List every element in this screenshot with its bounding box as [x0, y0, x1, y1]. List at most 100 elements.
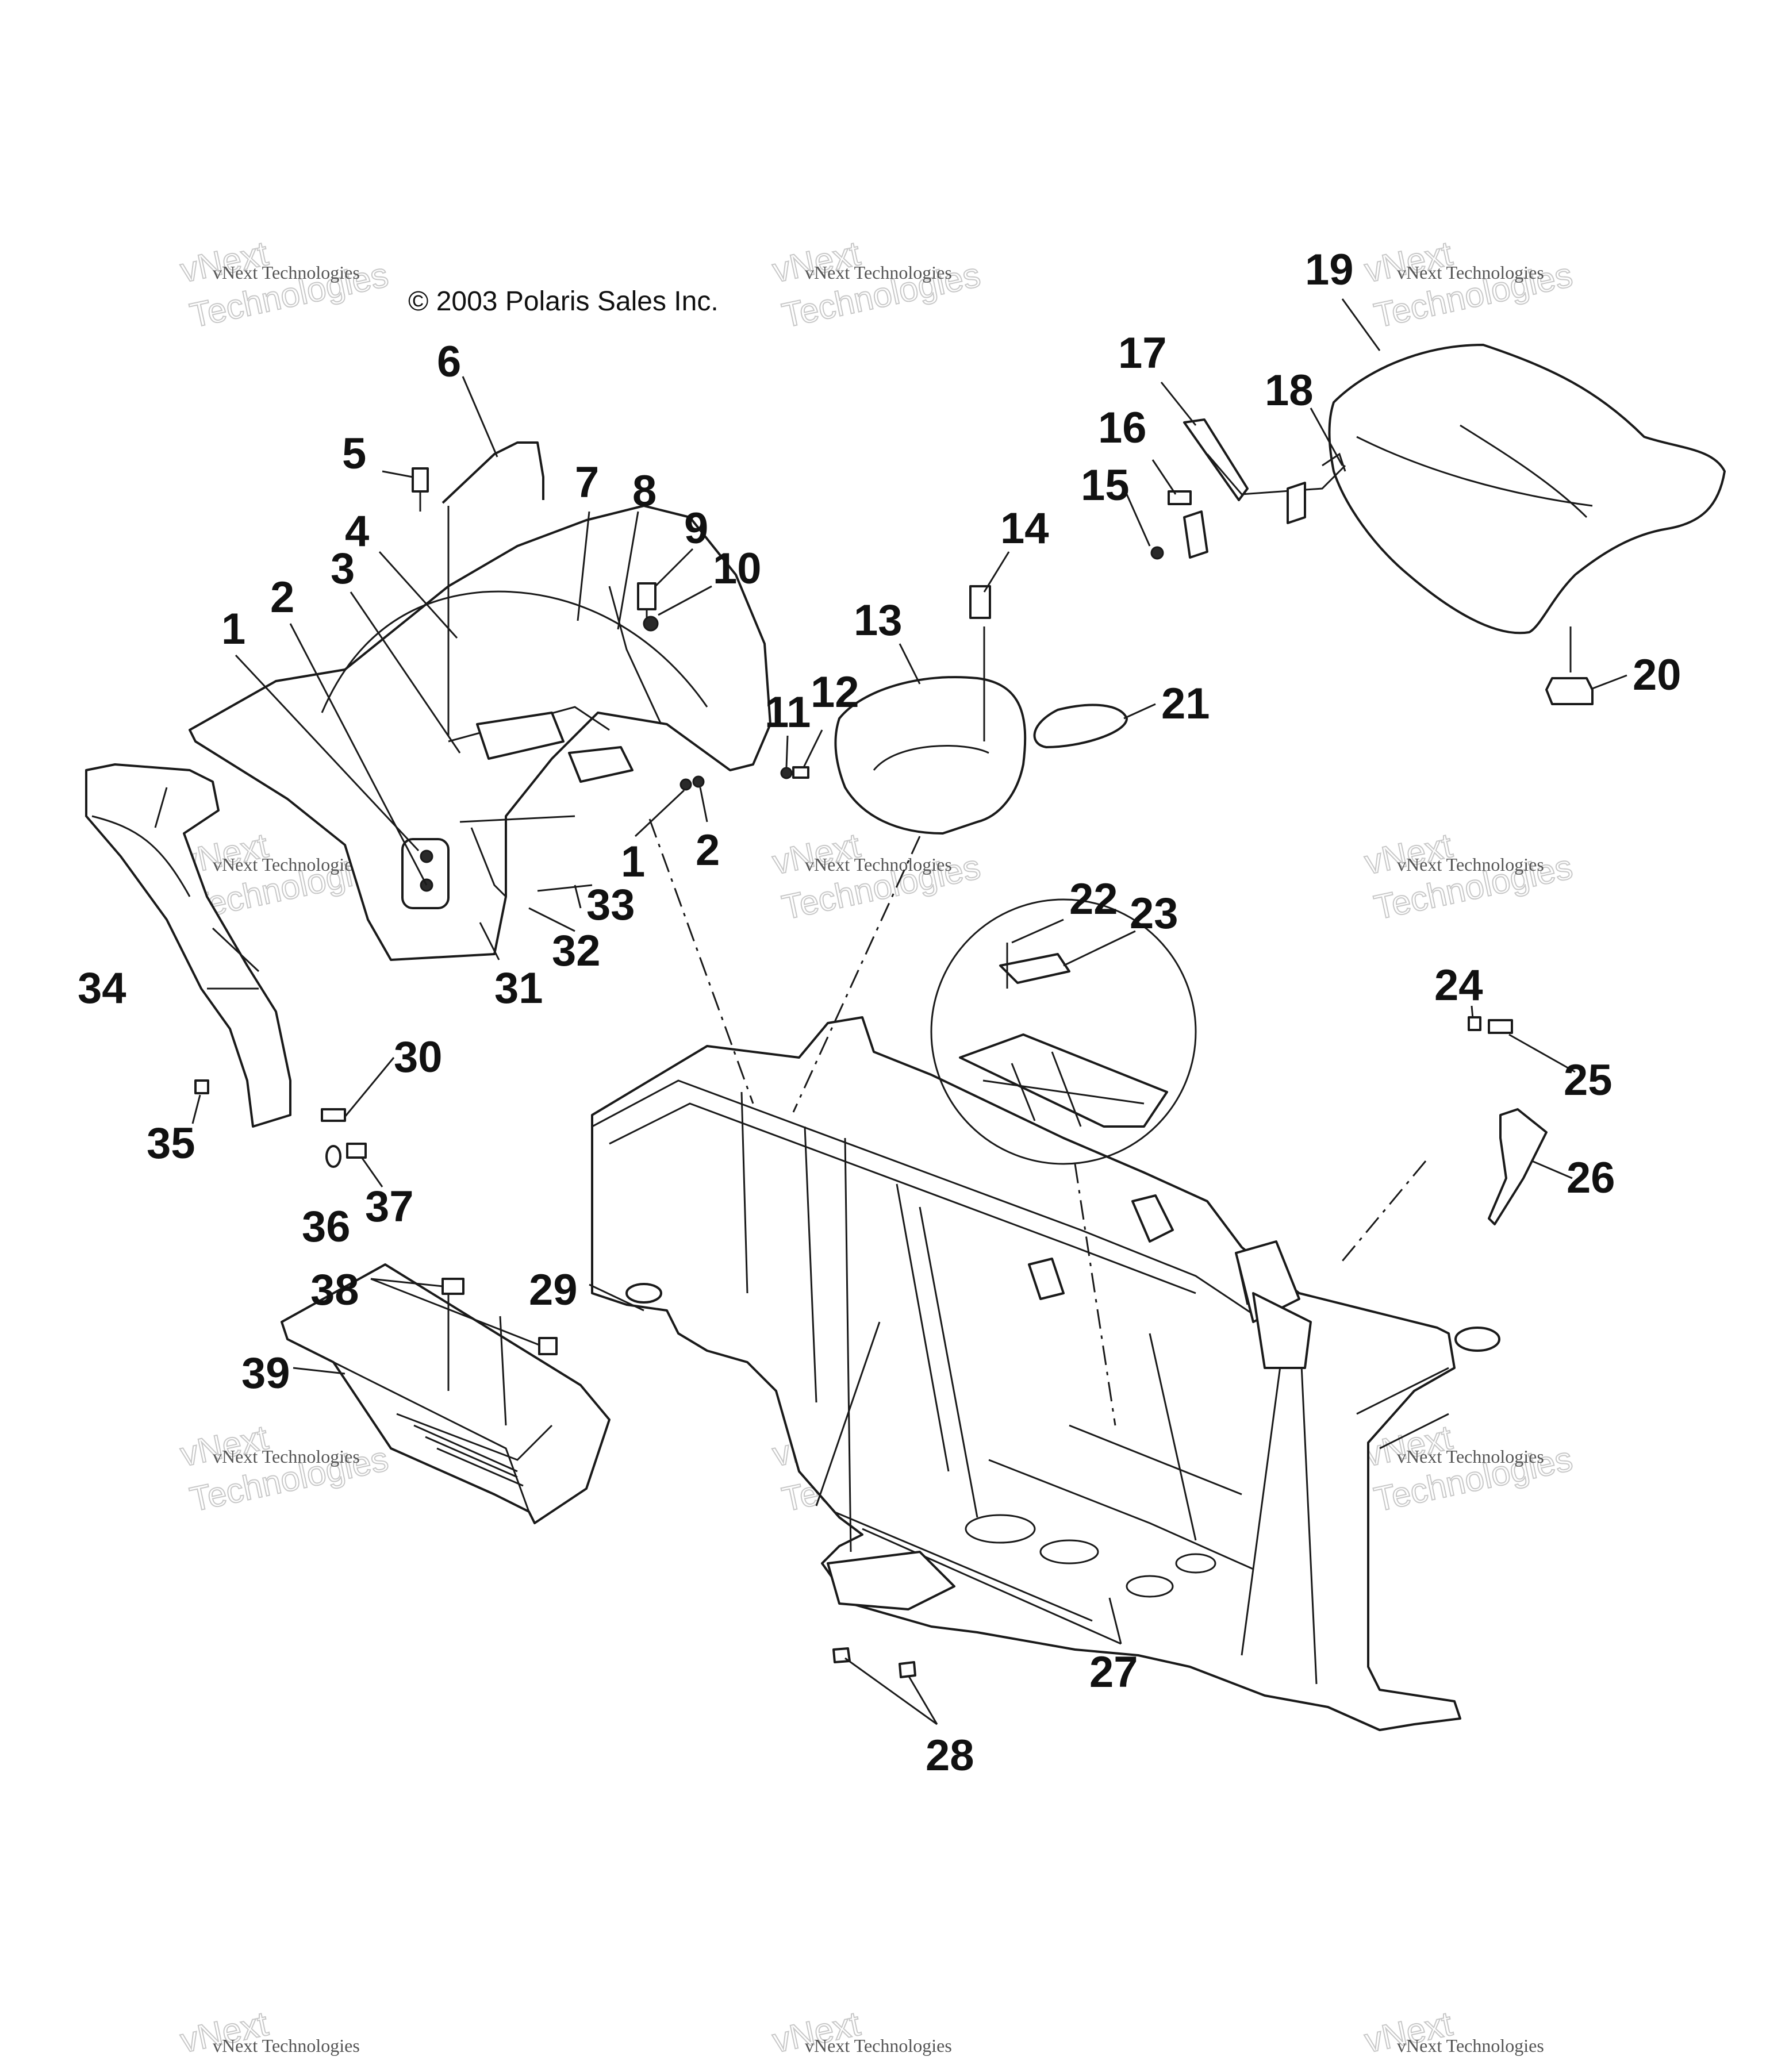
callout-17: 17	[1118, 329, 1167, 378]
plate-16-part	[1168, 490, 1192, 505]
callout-20: 20	[1633, 651, 1681, 699]
watermark-ll: vNext Technologies vNext Technologies	[176, 1417, 392, 1520]
callout-11: 11	[765, 688, 811, 737]
copyright-notice: © 2003 Polaris Sales Inc.	[408, 286, 719, 317]
svg-text:vNext Technologies: vNext Technologies	[1397, 262, 1544, 283]
fender-flare-part	[85, 763, 291, 1128]
screw-12-part	[792, 766, 809, 779]
svg-text:vNext Technologies: vNext Technologies	[805, 854, 952, 875]
screw-37-part	[346, 1143, 367, 1159]
callout-18: 18	[1265, 366, 1314, 415]
rack-plate-part	[568, 746, 634, 783]
nut-24-part	[1468, 1016, 1481, 1031]
watermark-bc: vNext vNext Technologies	[769, 2004, 952, 2061]
callout-16: 16	[1098, 403, 1147, 452]
callout-4: 4	[345, 507, 369, 556]
callout-38: 38	[310, 1266, 359, 1314]
callout-3: 3	[331, 544, 355, 593]
watermark-tl: vNext Technologies vNext Technologies	[176, 233, 392, 336]
washer-10-part	[643, 616, 659, 632]
svg-text:vNext Technologies: vNext Technologies	[1397, 854, 1544, 875]
frame-gusset-part	[1488, 1108, 1548, 1225]
assembly-line	[1074, 1163, 1116, 1426]
callout-31: 31	[494, 964, 543, 1013]
bolt-9-part	[637, 582, 657, 626]
nut-11-part	[780, 767, 793, 779]
svg-text:vNext Technologies: vNext Technologies	[805, 262, 952, 283]
clip-35-part	[194, 1079, 209, 1094]
watermark-mc: vNext Technologies vNext Technologies	[769, 825, 984, 928]
callout-2: 2	[270, 573, 294, 622]
watermark-mr: vNext Technologies vNext Technologies	[1361, 825, 1576, 928]
bolt-14-part	[969, 585, 991, 619]
seat-latch-part	[1183, 418, 1346, 559]
nut-15-part	[1150, 546, 1164, 560]
bolt-5-part	[412, 467, 429, 512]
svg-text:vNext Technologies: vNext Technologies	[213, 854, 360, 875]
callout-15: 15	[1081, 461, 1130, 510]
svg-text:vNext Technologies: vNext Technologies	[213, 1446, 360, 1467]
callout-1: 1	[621, 837, 645, 886]
watermark-tr: vNext Technologies vNext Technologies	[1361, 233, 1576, 336]
callout-13: 13	[854, 596, 903, 645]
grommet-1b-part	[679, 778, 692, 791]
callout-30: 30	[394, 1033, 443, 1082]
callout-37: 37	[365, 1182, 414, 1231]
svg-text:vNext Technologies: vNext Technologies	[213, 2035, 360, 2056]
washer-36-part	[325, 1145, 341, 1168]
callout-23: 23	[1130, 889, 1178, 938]
grommet-2b-part	[692, 775, 705, 788]
callout-7: 7	[575, 458, 599, 507]
callout-26: 26	[1567, 1154, 1615, 1202]
callout-19: 19	[1305, 245, 1354, 294]
callout-24: 24	[1434, 961, 1483, 1010]
callout-2: 2	[696, 826, 720, 875]
seat-part	[1328, 344, 1726, 635]
watermark-bl: vNext vNext Technologies	[176, 2004, 360, 2061]
callout-35: 35	[147, 1119, 195, 1168]
watermark-tc: vNext Technologies vNext Technologies	[769, 233, 984, 336]
nut-28b-part	[899, 1661, 916, 1678]
leader-lines	[191, 298, 1627, 1725]
footwell-part	[281, 1263, 611, 1524]
screw-38b-part	[538, 1337, 558, 1355]
watermark-br: vNext vNext Technologies	[1361, 2004, 1544, 2061]
svg-text:vNext Technologies: vNext Technologies	[213, 262, 360, 283]
callout-14: 14	[1000, 504, 1049, 553]
callout-22: 22	[1069, 875, 1118, 924]
callout-1: 1	[221, 605, 245, 653]
screw-38a-part	[442, 1278, 464, 1295]
callout-6: 6	[437, 337, 461, 386]
callout-21: 21	[1161, 679, 1210, 728]
assembly-line	[1338, 1160, 1427, 1265]
callout-27: 27	[1089, 1648, 1138, 1697]
rack-strap-part	[442, 441, 544, 504]
rear-fender-part	[189, 505, 771, 961]
callout-8: 8	[632, 467, 657, 516]
watermark-lr: vNext Technologies vNext Technologies	[1361, 1417, 1576, 1520]
screw-30-part	[321, 1108, 346, 1122]
assembly-line	[792, 836, 921, 1113]
callout-12: 12	[811, 668, 859, 717]
assembly-line	[648, 818, 754, 1104]
svg-text:vNext Technologies: vNext Technologies	[1397, 2035, 1544, 2056]
callout-5: 5	[342, 429, 366, 478]
frame-part	[591, 1016, 1500, 1731]
svg-text:vNext Technologies: vNext Technologies	[1397, 1446, 1544, 1467]
fender-bracket-part	[401, 838, 450, 909]
callout-9: 9	[684, 504, 708, 553]
callout-34: 34	[78, 964, 126, 1013]
callout-36: 36	[302, 1202, 351, 1251]
callout-39: 39	[241, 1349, 290, 1398]
bolt-25-part	[1488, 1019, 1513, 1034]
detail-inset	[930, 898, 1197, 1165]
callout-32: 32	[552, 927, 601, 975]
storage-cover-part	[834, 676, 1027, 835]
callout-29: 29	[529, 1266, 578, 1314]
callout-25: 25	[1564, 1056, 1613, 1105]
callout-10: 10	[713, 544, 762, 593]
callout-33: 33	[586, 881, 635, 929]
grommet-20-part	[1545, 677, 1594, 705]
svg-text:vNext Technologies: vNext Technologies	[805, 2035, 952, 2056]
